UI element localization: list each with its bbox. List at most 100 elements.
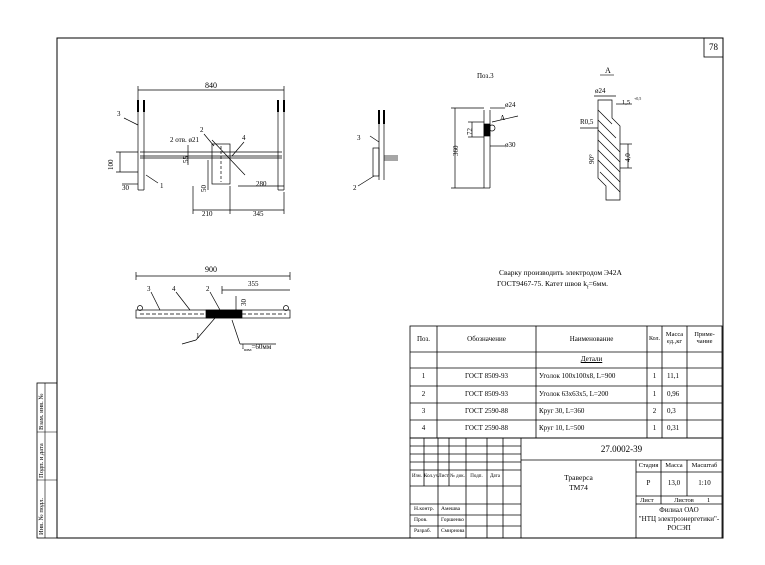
margin-sign-date: Подп. и дата bbox=[38, 443, 45, 478]
dim-55: 55 bbox=[182, 156, 190, 164]
side-callout-2: 2 bbox=[353, 184, 357, 192]
bom-row-3-designation: ГОСТ 2590-88 bbox=[464, 407, 509, 415]
doc-name-line2: ТМ74 bbox=[569, 483, 588, 492]
stage-value: Р bbox=[646, 479, 651, 487]
bottom-dim-355: 355 bbox=[248, 280, 259, 288]
section-a-dim-24: ø24 bbox=[595, 87, 606, 95]
bom-row-1-name: Уголок 100х100х8, L=900 bbox=[539, 372, 616, 380]
staff-name-3: Смирнова bbox=[441, 528, 465, 534]
bottom-callout-2: 2 bbox=[206, 285, 210, 293]
doc-number: 27.0002-39 bbox=[600, 444, 643, 454]
bom-row-2-qty: 1 bbox=[652, 390, 657, 398]
bom-header-designation: Обозначение bbox=[467, 335, 506, 343]
section-a-dim-15: 1,5 bbox=[622, 99, 630, 106]
bom-row-4-name: Круг 10, L=500 bbox=[539, 424, 585, 432]
bom-header-qty: Кол. bbox=[648, 336, 661, 342]
section-a-dim-40: 4,0 bbox=[624, 153, 632, 162]
weld-label-letter: l bbox=[242, 343, 244, 351]
bom-row-1-mass: 11,1 bbox=[667, 372, 679, 380]
sheets-value: 1 bbox=[707, 497, 711, 504]
bottom-dim-900: 900 bbox=[205, 265, 217, 274]
bom-header-name: Наименование bbox=[569, 335, 614, 343]
section-a-dim-r: R0,5 bbox=[580, 118, 594, 126]
weld-label-value: =60мм bbox=[251, 343, 271, 351]
pos3-dim-360: 360 bbox=[452, 145, 460, 156]
bom-row-1-designation: ГОСТ 8509-93 bbox=[464, 372, 509, 380]
sheets-label: Листов bbox=[674, 497, 694, 504]
margin-inv-orig: Инв. № подл. bbox=[38, 497, 45, 535]
dim-50: 50 bbox=[200, 185, 208, 193]
title-block-grid bbox=[409, 437, 723, 539]
dim-210: 210 bbox=[202, 210, 213, 218]
bom-row-2-pos: 2 bbox=[421, 390, 426, 398]
weld-note-line1: Сварку производить электродом Э42А bbox=[499, 268, 622, 277]
callout-4: 4 bbox=[242, 134, 246, 142]
rev-header-doc: № док. bbox=[450, 474, 465, 479]
bom-header-note: Приме- чание bbox=[694, 331, 715, 346]
side-callout-3: 3 bbox=[357, 134, 361, 142]
rev-header-izm: Изм. bbox=[412, 474, 422, 479]
dim-345: 345 bbox=[253, 210, 264, 218]
bom-row-1-qty: 1 bbox=[652, 372, 657, 380]
pos3-dim-72: 72 bbox=[466, 128, 474, 136]
bom-row-2-designation: ГОСТ 8509-93 bbox=[464, 390, 509, 398]
margin-inv-repl: Взам. инв. № bbox=[38, 393, 45, 430]
scale-value: 1:10 bbox=[698, 479, 711, 487]
dim-30: 30 bbox=[122, 184, 130, 192]
bom-row-3-mass: 0,3 bbox=[667, 407, 676, 415]
pos3-title: Поз.3 bbox=[477, 72, 494, 80]
mass-value: 13,0 bbox=[667, 479, 681, 487]
dim-840: 840 bbox=[205, 81, 217, 90]
weld-note-tail: =6мм. bbox=[588, 279, 608, 288]
org-line3: РОСЭП bbox=[667, 524, 691, 532]
staff-name-2: Горшенко bbox=[441, 517, 464, 523]
org-line1: Филиал ОАО bbox=[659, 506, 699, 514]
rev-header-sign: Подп. bbox=[470, 474, 483, 479]
rev-header-date: Дата bbox=[490, 474, 500, 479]
callout-1: 1 bbox=[160, 182, 164, 190]
weld-note-text: ГОСТ9467-75. Катет швов k bbox=[497, 279, 587, 288]
bom-row-4-designation: ГОСТ 2590-88 bbox=[464, 424, 509, 432]
staff-role-3: Разраб. bbox=[414, 528, 432, 534]
weld-note-sub: f bbox=[586, 285, 589, 291]
weld-note-line2: ГОСТ9467-75. Катет швов kf=6мм. bbox=[497, 280, 608, 291]
staff-role-2: Пров. bbox=[414, 517, 428, 523]
mass-label: Масса bbox=[665, 462, 683, 469]
bom-row-4-mass: 0,31 bbox=[667, 424, 680, 432]
pos3-dim-30: ø30 bbox=[505, 141, 516, 149]
bom-row-2-name: Уголок 63х63х5, L=200 bbox=[539, 390, 609, 398]
bottom-callout-4: 4 bbox=[172, 285, 176, 293]
staff-name-1: Амешва bbox=[441, 506, 461, 512]
pos3-dim-24: ø24 bbox=[505, 101, 516, 109]
bom-header-mass: Масса ед.,кг bbox=[665, 331, 684, 346]
doc-name-line1: Траверса bbox=[564, 473, 593, 482]
bom-row-3-name: Круг 30, L=360 bbox=[539, 407, 585, 415]
section-a-title: А bbox=[605, 66, 611, 75]
page-number: 78 bbox=[709, 42, 718, 52]
org-line2: "НТЦ электроэнергетики"- bbox=[638, 515, 720, 523]
rev-header-list: Лист bbox=[438, 474, 449, 479]
rev-header-kol: Кол.уч. bbox=[424, 474, 440, 479]
dim-280: 280 bbox=[256, 180, 267, 188]
weld-label: lшва=60мм bbox=[242, 343, 272, 352]
pos3-section: А bbox=[500, 114, 505, 122]
scale-label: Масштаб bbox=[691, 462, 718, 469]
bom-row-1-pos: 1 bbox=[421, 372, 426, 380]
callout-2: 2 bbox=[200, 126, 204, 134]
sheet-label: Лист bbox=[640, 497, 654, 504]
dim-100: 100 bbox=[107, 159, 115, 170]
bom-row-3-pos: 3 bbox=[421, 407, 426, 415]
weld-label-sub: шва bbox=[244, 347, 252, 352]
bom-row-3-qty: 2 bbox=[652, 407, 657, 415]
callout-3: 3 bbox=[117, 110, 121, 118]
holes-label: 2 отв. ø21 bbox=[170, 136, 200, 144]
bom-header-pos: Поз. bbox=[416, 335, 431, 343]
stage-label: Стадия bbox=[638, 462, 659, 469]
bottom-callout-1: 1 bbox=[196, 332, 200, 340]
bom-row-4-qty: 1 bbox=[652, 424, 657, 432]
bom-section-title: Детали bbox=[580, 355, 603, 363]
bom-row-2-mass: 0,96 bbox=[667, 390, 680, 398]
bom-table-grid bbox=[409, 325, 723, 439]
